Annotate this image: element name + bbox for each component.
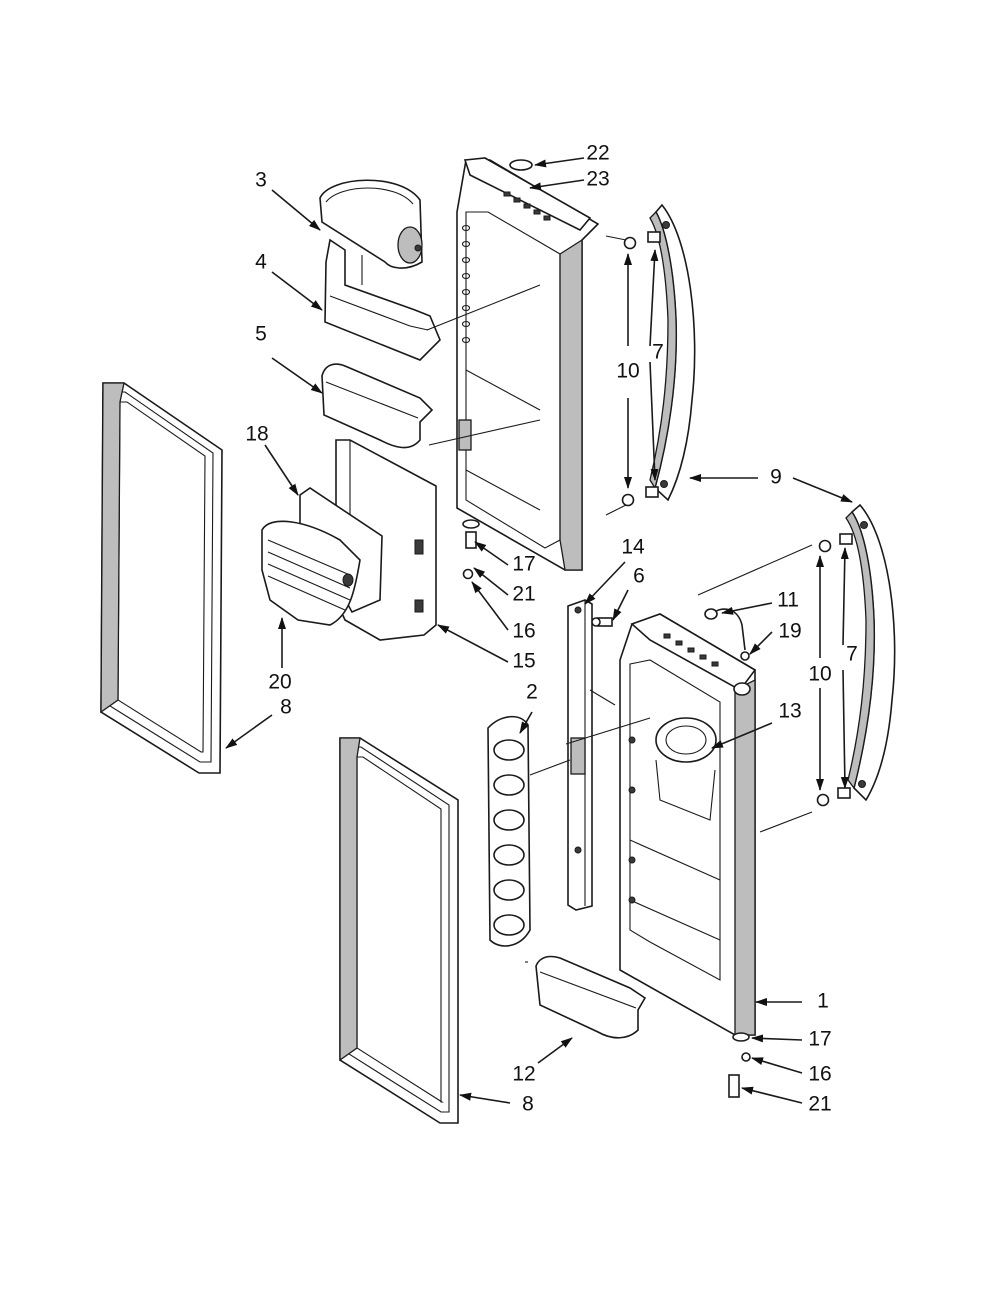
door-bin-12 (535, 955, 647, 1039)
label-16-right: 16 (808, 1063, 831, 1086)
screw-6 (591, 617, 613, 627)
hinge-bar-14 (567, 599, 593, 911)
left-door-liner (456, 157, 600, 571)
right-door-gasket (339, 737, 459, 1124)
label-7-right: 7 (846, 643, 858, 666)
assembly-lines (426, 235, 813, 963)
label-15: 15 (512, 650, 535, 673)
dispenser-housing-13 (655, 717, 717, 821)
control-panel-right (663, 633, 719, 667)
callout-arrows (225, 157, 853, 1104)
door-shelf-2 (487, 715, 531, 947)
label-11: 11 (777, 589, 799, 612)
label-10-right: 10 (808, 663, 831, 686)
label-8-right: 8 (522, 1093, 534, 1116)
label-23: 23 (586, 168, 609, 191)
screw-19 (740, 651, 750, 661)
label-20: 20 (268, 671, 291, 694)
control-panel-top (503, 191, 551, 221)
label-6: 6 (633, 565, 645, 588)
label-14: 14 (621, 536, 645, 559)
label-18: 18 (245, 423, 268, 446)
label-17-right: 17 (808, 1028, 831, 1051)
left-bin-4 (324, 238, 441, 361)
label-1: 1 (817, 990, 829, 1013)
label-22: 22 (586, 142, 609, 165)
right-door-handle (845, 503, 896, 802)
label-21-right: 21 (808, 1093, 831, 1116)
label-21-left: 21 (512, 583, 535, 606)
label-17-left: 17 (512, 553, 535, 576)
left-bin-cover-3 (319, 179, 423, 269)
label-8-left: 8 (280, 696, 292, 719)
label-2: 2 (526, 681, 538, 704)
left-handle-screws (621, 231, 661, 507)
label-13: 13 (778, 700, 801, 723)
label-9: 9 (770, 466, 782, 489)
left-hinge-hardware (462, 519, 480, 580)
liner-dimples (461, 224, 471, 344)
part-22-cap (509, 159, 533, 171)
ice-bucket-20 (261, 520, 361, 626)
right-door-liner (619, 613, 757, 1036)
label-7-left: 7 (652, 341, 664, 364)
label-12: 12 (512, 1063, 535, 1086)
label-5: 5 (255, 323, 267, 346)
right-hinge-hardware (728, 1032, 751, 1098)
left-door-gasket (100, 382, 223, 774)
label-19: 19 (778, 620, 801, 643)
label-3: 3 (255, 169, 267, 192)
label-10-left: 10 (616, 360, 639, 383)
label-4: 4 (255, 251, 267, 274)
label-16-left: 16 (512, 620, 535, 643)
left-bin-5 (321, 363, 434, 449)
part-labels: 22 23 3 4 5 18 20 8 17 21 16 15 10 7 9 1… (245, 142, 858, 1116)
left-door-handle (649, 203, 696, 502)
